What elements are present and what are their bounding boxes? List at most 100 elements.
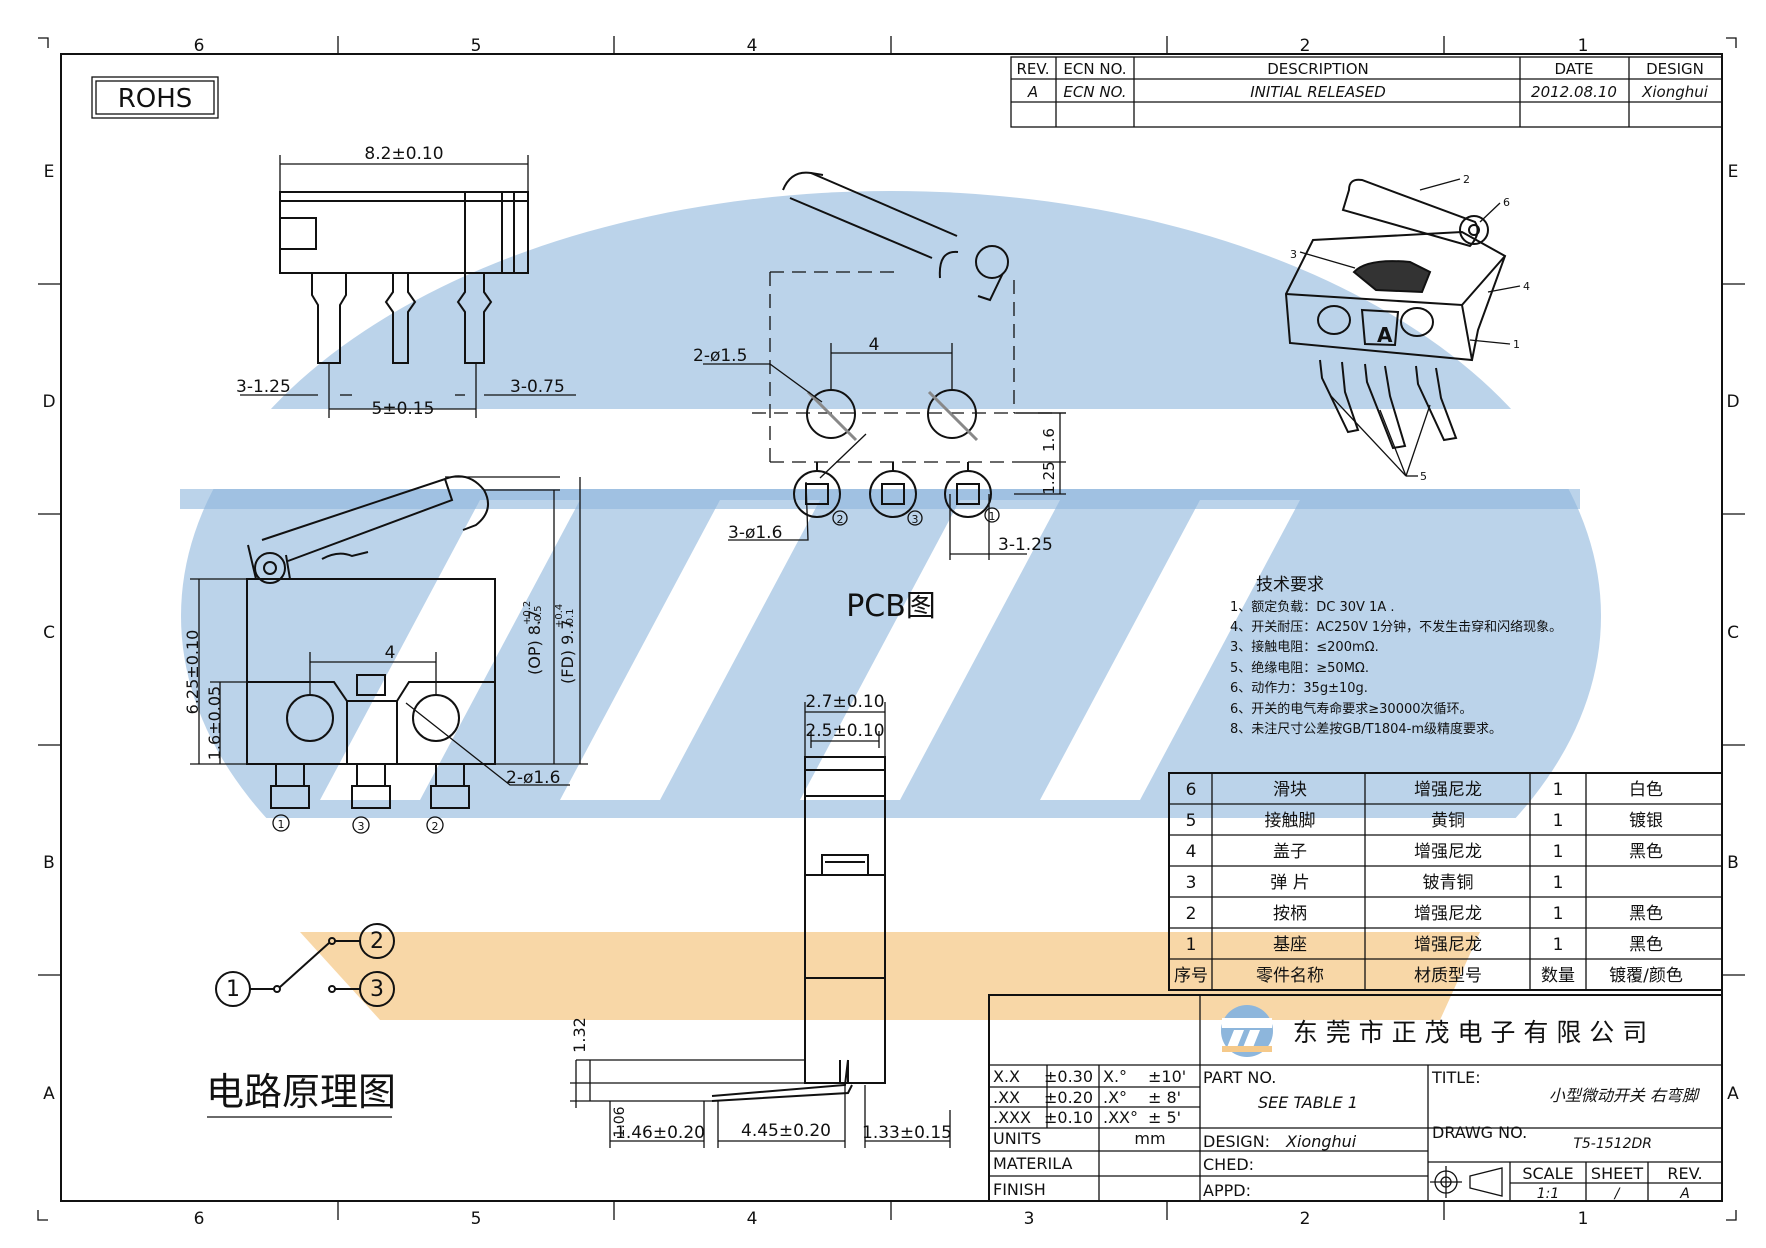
tol-r1-b: ±0.30 [1044,1067,1093,1086]
zone-x-1: 1 [1578,36,1589,56]
pcb-pin-3: 3 [912,513,919,526]
bom-r5-finish: 黑色 [1629,904,1663,924]
appd-label: APPD: [1203,1181,1251,1200]
dim-pcb-pad: 3-1.25 [998,535,1053,555]
bom-r2-mat: 黄铜 [1431,811,1465,831]
design-value: Xionghui [1285,1132,1357,1151]
bom-r6-mat: 增强尼龙 [1414,935,1482,955]
tech-item-1: 1、额定负载：DC 30V 1A . [1230,600,1395,615]
scale-label: SCALE [1522,1164,1573,1183]
bom-r4-qty: 1 [1553,873,1564,893]
zone-y-c-r: C [1727,623,1739,643]
sheet-label: SHEET [1591,1164,1643,1183]
scale-value: 1:1 [1537,1186,1560,1202]
bom-header-name: 零件名称 [1256,966,1324,986]
dim-op-tol-top: +0.2 [522,601,533,625]
bom-r4-name: 弹 片 [1270,873,1309,893]
projection-symbol-icon [1430,1166,1503,1198]
iso-label-5: 5 [1420,470,1427,483]
dim-pcb-pitch: 4 [869,335,880,355]
bom-r1-no: 6 [1186,780,1197,800]
side-pin-3: 3 [358,820,365,833]
iso-label-1: 1 [1513,338,1520,351]
bom-r3-qty: 1 [1553,842,1564,862]
zone-y-b-r: B [1727,853,1739,873]
rev-row-design: Xionghui [1641,83,1709,101]
dim-end-b2: 4.45±0.20 [741,1121,831,1141]
rev-row-ecn: ECN NO. [1063,83,1126,101]
tol-r2-d: ± 8' [1148,1088,1181,1107]
zone-y-d: D [42,392,55,412]
rohs-label: ROHS [118,84,193,114]
bom-table: 6 滑块 增强尼龙 1 白色 5 接触脚 黄铜 1 镀银 4 盖子 增强尼龙 1… [1168,772,1723,991]
bom-r6-qty: 1 [1553,935,1564,955]
dim-end-t: 1.06 [612,1106,628,1137]
zone-x-3-b: 3 [1024,1209,1035,1229]
bom-r3-name: 盖子 [1273,842,1307,862]
bom-r3-finish: 黑色 [1629,842,1663,862]
bom-r3-mat: 增强尼龙 [1414,842,1482,862]
bom-r1-name: 滑块 [1273,780,1307,800]
tech-item-5: 6、动作力：35g±10g. [1230,681,1368,696]
design-label: DESIGN: [1203,1132,1270,1151]
dim-side-h2: 1.6±0.05 [205,686,224,760]
zone-y-c: C [43,623,55,643]
side-pin-2: 2 [432,820,439,833]
bom-header-finish: 镀覆/颜色 [1609,966,1683,986]
tech-item-6: 6、开关的电气寿命要求≥30000次循环。 [1230,701,1473,717]
tol-r2-c: .X° [1103,1088,1127,1107]
bom-r5-name: 按柄 [1273,904,1307,924]
bom-r6-name: 基座 [1273,935,1307,955]
part-no-label: PART NO. [1203,1068,1276,1087]
bom-r6-finish: 黑色 [1629,935,1663,955]
rev-header-desc: DESCRIPTION [1267,60,1369,78]
circuit-diagram: 1 2 3 电路原理图 [206,923,396,1118]
tol-r1-c: X.° [1103,1067,1127,1086]
pcb-pin-1: 1 [989,510,996,523]
drawg-no-value: T5-1512DR [1573,1136,1652,1152]
zone-y-e-r: E [1728,162,1739,182]
tech-item-7: 8、未注尺寸公差按GB/T1804-m级精度要求。 [1230,721,1502,737]
rev-header-design: DESIGN [1646,60,1704,78]
materila-label: MATERILA [993,1154,1073,1173]
finish-label: FINISH [993,1180,1046,1199]
zone-y-a-r: A [1727,1084,1739,1104]
rev-label: REV. [1667,1164,1702,1183]
bom-header-mat: 材质型号 [1414,966,1482,986]
rev-row-date: 2012.08.10 [1531,83,1617,101]
dim-pcb-hole-large: 2-ø1.5 [693,346,747,366]
bom-header-no: 序号 [1174,966,1208,986]
zone-x-4: 4 [747,36,758,56]
dim-fd-tol-bot: -0.1 [565,608,576,628]
tol-r2-b: ±0.20 [1044,1088,1093,1107]
bom-r2-no: 5 [1186,811,1197,831]
circuit-terminal-3: 3 [370,977,384,1002]
title-value: 小型微动开关 右弯脚 [1549,1086,1701,1105]
dim-side-hole: 2-ø1.6 [506,768,560,788]
pcb-pin-markers: 2 3 1 [832,507,1000,526]
title-block: 东 莞 市 正 茂 电 子 有 限 公 司 X.X ±0.30 X.° ±10'… [988,994,1723,1202]
dim-end-w2: 2.5±0.10 [805,721,884,741]
bom-r3-no: 4 [1186,842,1197,862]
zone-y-e: E [44,162,55,182]
pcb-view: 2 3 1 2-ø1.5 4 3-ø1.6 3-1.25 1.6 1.25 PC… [693,171,1066,624]
ched-label: CHED: [1203,1155,1254,1174]
zone-x-5: 5 [471,36,482,56]
rev-row-rev: A [1027,83,1038,101]
rev-row-desc: INITIAL RELEASED [1250,83,1386,101]
tech-item-3: 3、接触电阻：≤200mΩ. [1230,639,1379,655]
dim-end-w1: 2.7±0.10 [805,692,884,712]
dim-pin-w-right: 3-0.75 [510,377,565,397]
tol-r3-b: ±0.10 [1044,1108,1093,1127]
isometric-view: 2 6 3 4 1 5 A [1284,173,1530,483]
dim-pcb-h2: 1.25 [1040,461,1058,494]
zone-x-2-b: 2 [1300,1209,1311,1229]
units-label: UNITS [993,1129,1041,1148]
iso-label-6: 6 [1503,196,1510,209]
dim-fd: (FD) 9.7 [558,619,577,684]
zone-x-4-b: 4 [747,1209,758,1229]
rev-header-rev: REV. [1017,60,1050,78]
bom-r1-mat: 增强尼龙 [1414,780,1482,800]
bom-r2-name: 接触脚 [1265,811,1316,831]
zone-x-6: 6 [194,36,205,56]
